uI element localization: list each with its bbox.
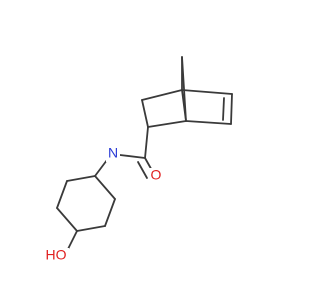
bond-carbonyl-o-double	[137, 161, 148, 179]
bond-ring-1	[66, 175, 96, 182]
amide-group	[94, 126, 155, 179]
bond-carbonyl-n	[119, 154, 146, 159]
bond-ring-2	[56, 180, 68, 209]
hydroxyl-label: HO	[46, 247, 67, 263]
molecule-structure: N O HO	[43, 56, 233, 264]
bond-c2-c1	[147, 120, 187, 128]
atom-labels: N O HO	[43, 145, 163, 264]
bond-ring-5	[104, 198, 116, 227]
bond-c2-c3	[141, 99, 149, 128]
cyclohexanol-ring	[56, 175, 116, 250]
bond-c-oh	[67, 230, 78, 250]
bond-ring-4	[76, 225, 106, 232]
bond-c7-c1	[181, 56, 187, 122]
bond-ring-3	[56, 207, 78, 232]
bond-c5-c6	[230, 93, 233, 125]
nitrogen-label: N	[108, 145, 118, 161]
norbornene-ring	[141, 56, 233, 128]
bond-ring-6	[94, 175, 116, 200]
bond-c3-c4	[141, 89, 183, 101]
bond-n-ring	[94, 159, 108, 177]
bond-c4-c5	[181, 89, 233, 95]
bond-c1-c6	[185, 120, 232, 125]
bond-c5-c6-double	[222, 97, 225, 121]
carbonyl-oxygen-label: O	[151, 167, 162, 183]
bond-c2-carbonyl	[144, 126, 149, 159]
